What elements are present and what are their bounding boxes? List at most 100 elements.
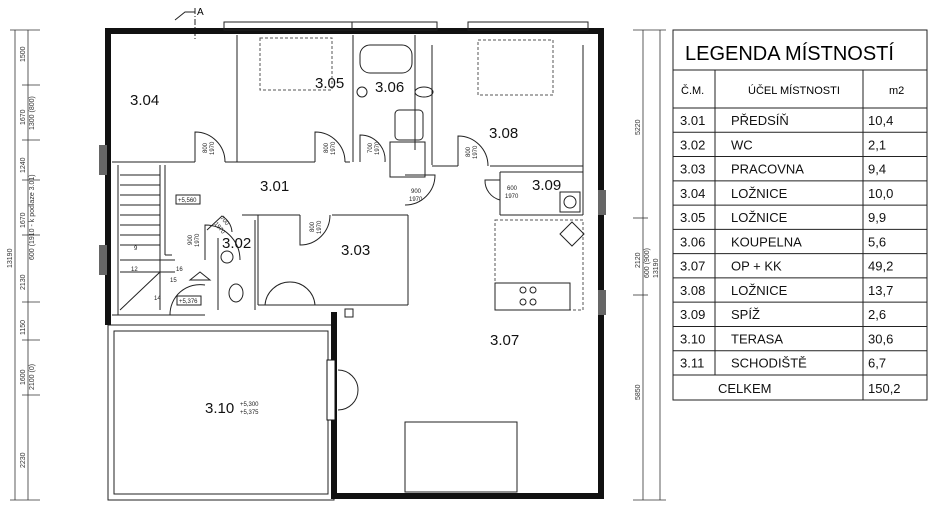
legend-row: 3.05 LOŽNICE 9,9: [680, 210, 886, 225]
level-terrace: +5,300: [240, 402, 259, 408]
legend-header: ÚČEL MÍSTNOSTI: [748, 84, 840, 97]
door-height: 1970: [317, 220, 323, 234]
dimensions-right: 5220 2120 600 (900) 5850 13190: [633, 29, 666, 501]
dim: 1670: [20, 109, 27, 125]
stair-step-number: 12: [131, 267, 138, 273]
dim: 2120: [635, 252, 642, 268]
section-marker: A: [174, 7, 204, 40]
room-3-09: 3.09: [532, 177, 561, 194]
dim: 2230: [20, 452, 27, 468]
door-width: 800: [324, 142, 330, 153]
room-3-06: 3.06: [375, 79, 404, 96]
legend-number: 3.06: [680, 234, 705, 249]
legend-number: 3.01: [680, 113, 705, 128]
door-height: 1970: [473, 145, 479, 159]
legend-area: 13,7: [868, 283, 893, 298]
legend-total-value: 150,2: [868, 381, 901, 396]
legend-area: 49,2: [868, 259, 893, 274]
dim: 1600: [20, 369, 27, 385]
door-width: 800: [310, 221, 316, 232]
room-labels: 3.01 3.02 3.03 3.04 3.05 3.06 3.07 3.08 …: [130, 75, 561, 417]
exterior-walls: [99, 21, 606, 499]
door-swings: [169, 131, 501, 411]
legend-area: 2,1: [868, 137, 886, 152]
legend-area: 2,6: [868, 307, 886, 322]
legend-row: 3.08 LOŽNICE 13,7: [680, 283, 893, 298]
dim: 5850: [635, 384, 642, 400]
stair-step-number: 16: [176, 267, 183, 273]
door-width: 800: [203, 142, 209, 153]
legend-number: 3.04: [680, 186, 705, 201]
legend-row: 3.09 SPÍŽ 2,6: [680, 307, 886, 322]
dim: 1150: [20, 320, 27, 335]
legend-purpose: LOŽNICE: [731, 210, 788, 225]
dim: 600 (1910 - k podlaze 3.01): [29, 174, 36, 260]
legend-area: 10,4: [868, 113, 893, 128]
section-label: A: [197, 7, 204, 18]
legend-purpose: PŘEDSÍŇ: [731, 113, 789, 128]
legend-row: 3.01 PŘEDSÍŇ 10,4: [680, 113, 893, 128]
room-3-10: 3.10: [205, 400, 234, 417]
door-width: 700: [368, 142, 374, 153]
stair-step-number: 14: [154, 296, 161, 302]
legend-number: 3.07: [680, 259, 705, 274]
legend-purpose: OP + KK: [731, 259, 782, 274]
legend-area: 9,9: [868, 210, 886, 225]
legend-purpose: PRACOVNA: [731, 162, 804, 177]
legend-header: Č.M.: [681, 84, 704, 97]
room-3-05: 3.05: [315, 75, 344, 92]
door-width: 700: [218, 215, 229, 227]
staircase: 9 12 15 16 14: [119, 165, 212, 311]
room-legend-table: LEGENDA MÍSTNOSTÍ Č.M. ÚČEL MÍSTNOSTI m2…: [672, 29, 928, 401]
room-3-02: 3.02: [222, 235, 251, 252]
stair-step-number: 9: [134, 246, 138, 252]
legend-row: 3.03 PRACOVNA 9,4: [680, 162, 886, 177]
legend-row: 3.07 OP + KK 49,2: [680, 259, 893, 274]
dim: 1300 (800): [29, 96, 36, 130]
room-3-03: 3.03: [341, 242, 370, 259]
legend-purpose: LOŽNICE: [731, 186, 788, 201]
legend-number: 3.02: [680, 137, 705, 152]
room-3-01: 3.01: [260, 178, 289, 195]
legend-area: 10,0: [868, 186, 893, 201]
legend-title: LEGENDA MÍSTNOSTÍ: [685, 42, 894, 65]
legend-purpose: WC: [731, 137, 753, 152]
legend-number: 3.11: [680, 356, 704, 371]
legend-purpose: SPÍŽ: [731, 307, 760, 322]
door-height: 1970: [409, 197, 423, 203]
stair-step-number: 15: [170, 278, 177, 284]
level-terrace: +5,375: [240, 410, 259, 416]
dim: 1240: [20, 157, 27, 173]
legend-area: 9,4: [868, 162, 886, 177]
door-width: 900: [411, 189, 422, 195]
legend-area: 6,7: [868, 356, 886, 371]
dimensions-left: 13190 1500 1670 1300 (800) 1240 1670 600…: [7, 29, 40, 501]
legend-purpose: LOŽNICE: [731, 283, 788, 298]
legend-row: 3.11 SCHODIŠTĚ 6,7: [680, 356, 886, 371]
legend-purpose: TERASA: [731, 331, 783, 346]
legend-number: 3.03: [680, 162, 705, 177]
door-height: 1970: [331, 141, 337, 155]
legend-number: 3.10: [680, 331, 705, 346]
dim: 2130: [20, 274, 27, 290]
door-width: 600: [507, 186, 518, 192]
legend-purpose: KOUPELNA: [731, 234, 802, 249]
door-height: 1970: [505, 194, 519, 200]
furniture: [220, 37, 585, 493]
room-3-07: 3.07: [490, 332, 519, 349]
legend-number: 3.05: [680, 210, 705, 225]
legend-number: 3.08: [680, 283, 705, 298]
interior-walls: [112, 35, 584, 316]
level-marks: +5,560 +5,376 +5,300 +5,375: [175, 194, 259, 416]
legend-purpose: SCHODIŠTĚ: [731, 356, 807, 371]
door-width: 800: [466, 146, 472, 157]
door-height: 1970: [375, 141, 381, 155]
room-3-08: 3.08: [489, 125, 518, 142]
door-height: 1970: [210, 141, 216, 155]
level-hall: +5,560: [178, 198, 197, 204]
legend-number: 3.09: [680, 307, 705, 322]
legend-row: 3.04 LOŽNICE 10,0: [680, 186, 893, 201]
